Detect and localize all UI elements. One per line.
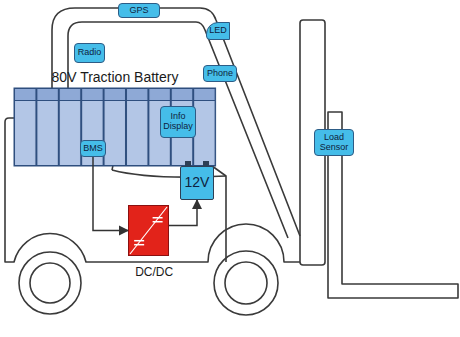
converter-symbol-stroke: [153, 221, 163, 223]
sensor-box: Load Sensor: [314, 129, 354, 156]
dcdc-converter: DC/DC: [128, 205, 169, 256]
converter-symbol-stroke: [153, 217, 163, 219]
converter-symbol-stroke: [134, 240, 144, 242]
converter-symbol-stroke: [134, 244, 144, 246]
node-label: BMS: [83, 144, 103, 154]
rear-hub: [30, 263, 70, 303]
sensor-box: Phone: [203, 65, 237, 82]
node-label: Load Sensor: [315, 133, 353, 153]
sensor-box: Radio: [74, 43, 105, 63]
node-label: Radio: [78, 48, 102, 58]
rear-wheel: [19, 252, 81, 314]
node-label: Info Display: [161, 112, 195, 132]
battery-cells: [14, 88, 216, 166]
sensor-box: GPS: [118, 3, 160, 18]
node-label: GPS: [129, 6, 148, 16]
power-connector: [93, 157, 128, 231]
converter-symbol-stroke: [130, 207, 167, 254]
aux-battery: 12V: [180, 166, 214, 200]
front-wheel: [214, 251, 278, 315]
node-label: LED: [209, 26, 227, 36]
led-lamp: LED: [206, 22, 230, 40]
sensor-box: Info Display: [160, 106, 196, 138]
bms-box: BMS: [80, 140, 106, 157]
front-hub: [225, 262, 267, 304]
battery-heading: 80V Traction Battery: [52, 70, 179, 85]
node-label: DC/DC: [135, 266, 173, 279]
node-label: Phone: [207, 69, 233, 79]
power-connector: [169, 200, 197, 225]
node-label: 12V: [185, 175, 210, 190]
traction-battery: 80V Traction BatteryBMS: [12, 70, 218, 166]
